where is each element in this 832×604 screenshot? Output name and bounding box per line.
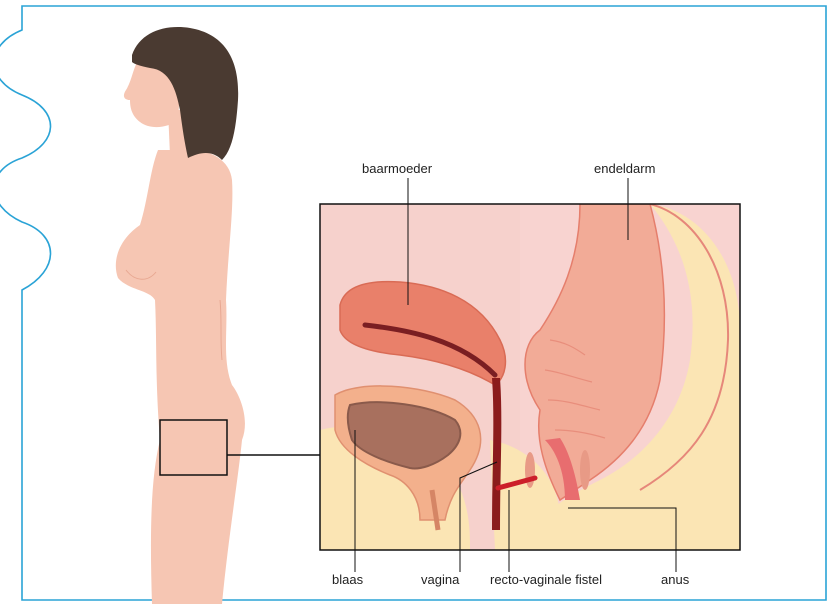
- female-figure: [116, 27, 245, 604]
- label-rectum: endeldarm: [594, 161, 655, 176]
- label-fistula: recto-vaginale fistel: [490, 572, 602, 587]
- anatomy-detail: [320, 204, 740, 550]
- label-anus: anus: [661, 572, 689, 587]
- label-uterus: baarmoeder: [362, 161, 432, 176]
- vagina-canal: [492, 378, 501, 530]
- label-bladder: blaas: [332, 572, 363, 587]
- label-vagina: vagina: [421, 572, 459, 587]
